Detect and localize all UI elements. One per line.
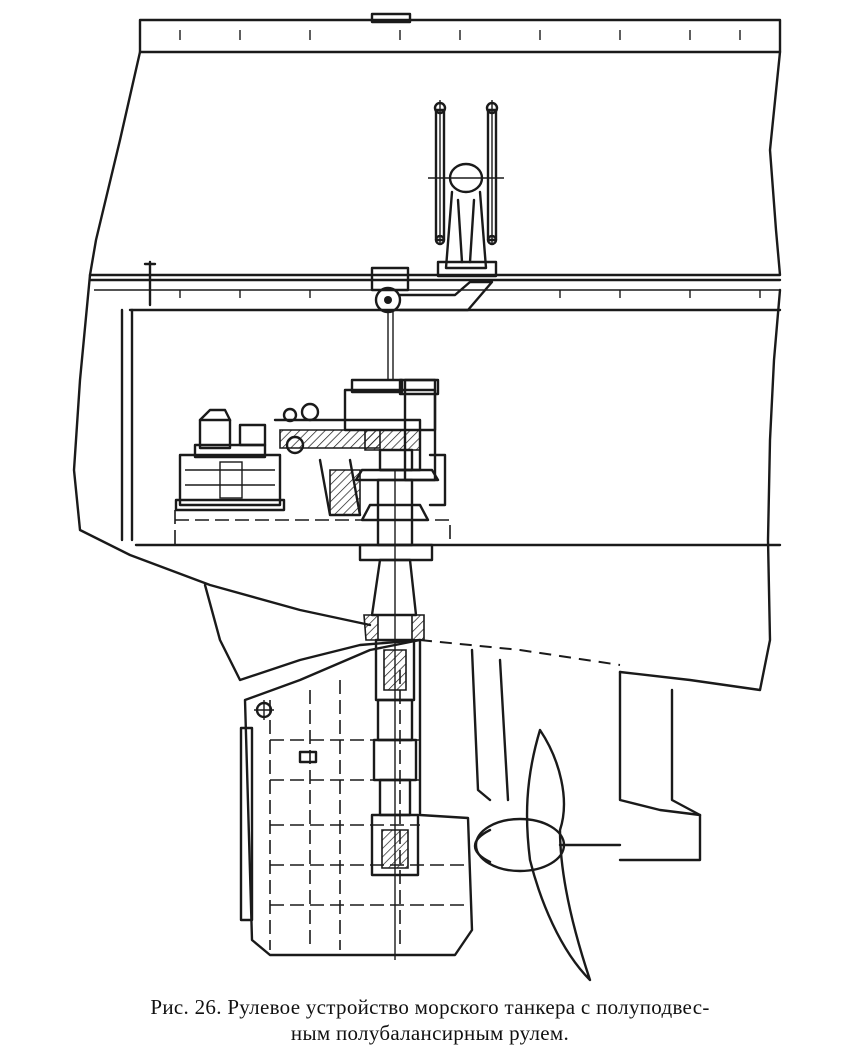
caption-line-2: ным полубалансирным рулем. [290, 1021, 570, 1045]
rudder-blade [239, 638, 474, 957]
hull-outline [72, 12, 782, 692]
figure-caption: Рис. 26. Рулевое устройство морского тан… [90, 994, 770, 1046]
steering-gear [174, 378, 451, 545]
rudder-stock [358, 470, 434, 960]
caption-line-1: Рис. 26. Рулевое устройство морского тан… [150, 995, 710, 1019]
stern-skeg [203, 583, 702, 862]
deck-telemotor [370, 100, 504, 380]
deck-frame-ticks [179, 30, 761, 298]
deck-post [143, 260, 157, 307]
rudder-assembly-drawing [72, 12, 782, 982]
propeller [473, 728, 622, 982]
